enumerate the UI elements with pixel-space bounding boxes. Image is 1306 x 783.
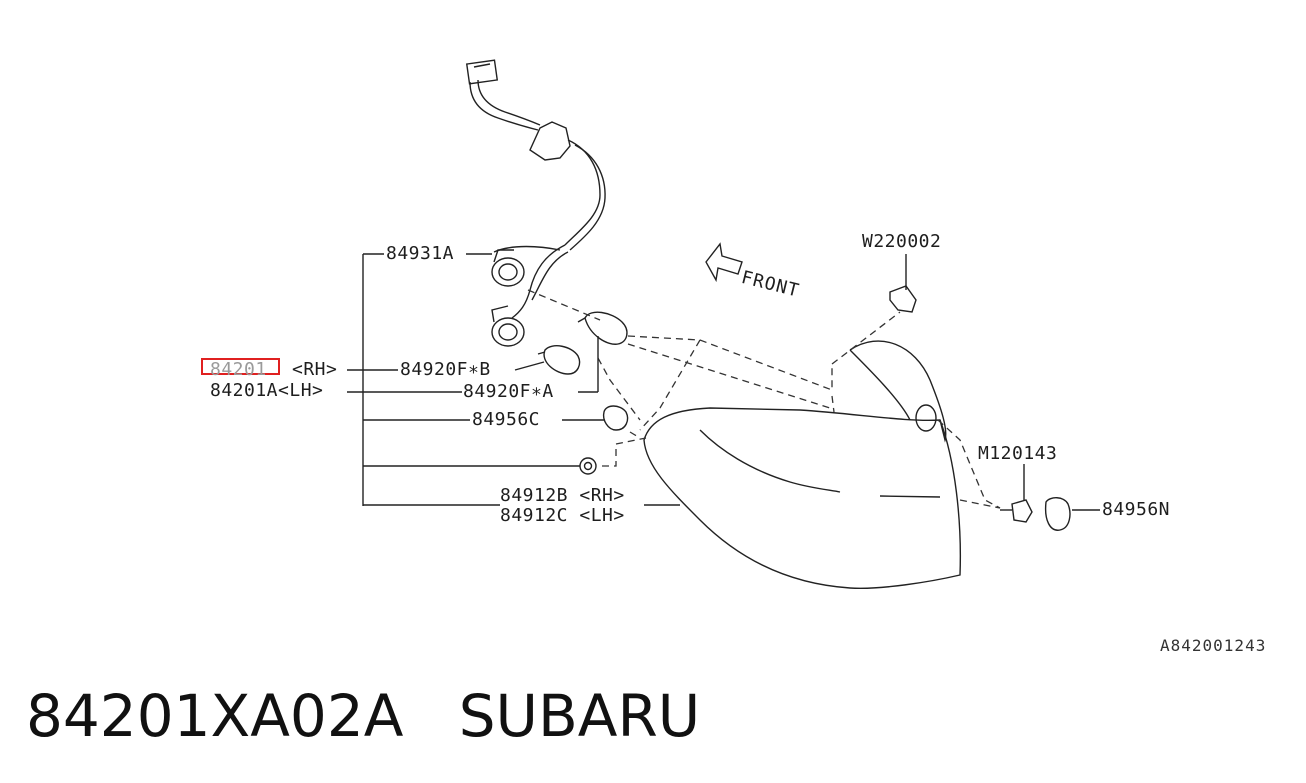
lamp-housing (643, 340, 962, 590)
leader-lines (347, 253, 1100, 511)
clip-drawing (889, 285, 917, 313)
label-bulb-a[interactable]: 84920F∗A (463, 381, 554, 402)
label-assembly-lh[interactable]: 84201A<LH> (210, 380, 324, 401)
label-lens-rh[interactable]: 84912B <RH> (500, 485, 625, 506)
label-lens-lh[interactable]: 84912C <LH> (500, 505, 625, 526)
nut-drawing (579, 457, 597, 475)
bulb-a-drawing (537, 345, 581, 375)
label-socket[interactable]: 84956C (472, 409, 541, 430)
front-arrow-icon (705, 242, 743, 283)
label-screw[interactable]: M120143 (978, 443, 1058, 464)
screw-drawing (1000, 499, 1033, 523)
label-bulb-b[interactable]: 84920F∗B (400, 359, 491, 380)
connector-plug (465, 59, 499, 85)
label-assembly-rh-side: <RH> (292, 359, 338, 380)
highlight-box (201, 358, 280, 375)
socket-drawing (602, 405, 629, 431)
page-caption: 84201XA02A SUBARU (26, 682, 701, 750)
wiring-harness (469, 79, 606, 347)
label-assembly-rh-part[interactable]: 84201 (210, 359, 267, 380)
catalog-number: A842001243 (1160, 636, 1267, 655)
assembly-guide-lines (527, 289, 1001, 509)
label-wiring-harness[interactable]: 84931A (386, 243, 455, 264)
label-clip[interactable]: W220002 (862, 231, 942, 252)
grommet-drawing (1044, 497, 1071, 531)
label-grommet[interactable]: 84956N (1102, 499, 1171, 520)
bulb-b-drawing (577, 311, 628, 345)
